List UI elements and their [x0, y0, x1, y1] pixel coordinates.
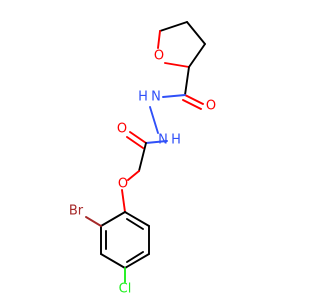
nh-upper-h-label: H [138, 90, 148, 105]
bond-carbonyl-double-2 [182, 99, 202, 110]
bond-methylene-ether-o [127, 170, 140, 181]
bond-ar-6-1 [124, 211, 150, 227]
bond-carbonyl-mid-double-2 [126, 136, 144, 149]
bond-carbonyl-nh-upper [162, 94, 186, 98]
nh-lower-n-label: N [158, 133, 168, 148]
bond-ar-4-5 [124, 253, 150, 269]
bond-ether-o-aryl [121, 189, 126, 213]
bond-ring-c2-c3 [188, 43, 206, 68]
bond-ar-inner-2 [126, 251, 144, 263]
bond-ring-o-c2 [164, 62, 190, 68]
bond-ar-inner-3 [126, 218, 144, 230]
bond-carbonyl-methylene [138, 142, 147, 172]
ether-oxygen-label: O [118, 177, 128, 192]
bond-ar-3-4 [100, 253, 126, 269]
bond-c2-carbonyl-carbon [184, 66, 190, 96]
nh-upper-n-label: N [151, 90, 161, 105]
carbonyl-oxygen-mid-label: O [117, 122, 127, 137]
nh-lower-h-label: H [171, 133, 181, 148]
molecule-structure: O O H N N H O O Br Cl [69, 21, 216, 297]
bond-ring-c4-c5 [159, 21, 188, 32]
carbonyl-oxygen-top-label: O [206, 99, 216, 114]
bond-ring-c3-c4 [186, 21, 206, 45]
lower-amide-group [121, 131, 168, 213]
benzene-ring [85, 211, 150, 283]
bromine-label: Br [69, 204, 84, 219]
bond-carbonyl-double-1 [184, 94, 204, 105]
bond-ar-1-2 [100, 211, 126, 227]
upper-amide-group [162, 66, 204, 110]
bond-nh-lower-carbonyl [145, 140, 168, 144]
tetrahydrofuran-ring [157, 21, 206, 68]
atom-labels: O O H N N H O O Br Cl [69, 49, 216, 297]
chlorine-label: Cl [119, 282, 132, 297]
bond-ar-bromine [85, 216, 102, 227]
ring-oxygen-label: O [154, 49, 164, 64]
bond-carbonyl-mid-double-1 [129, 131, 147, 144]
bond-n-n [149, 106, 159, 134]
bond-ring-c5-o [157, 30, 161, 49]
